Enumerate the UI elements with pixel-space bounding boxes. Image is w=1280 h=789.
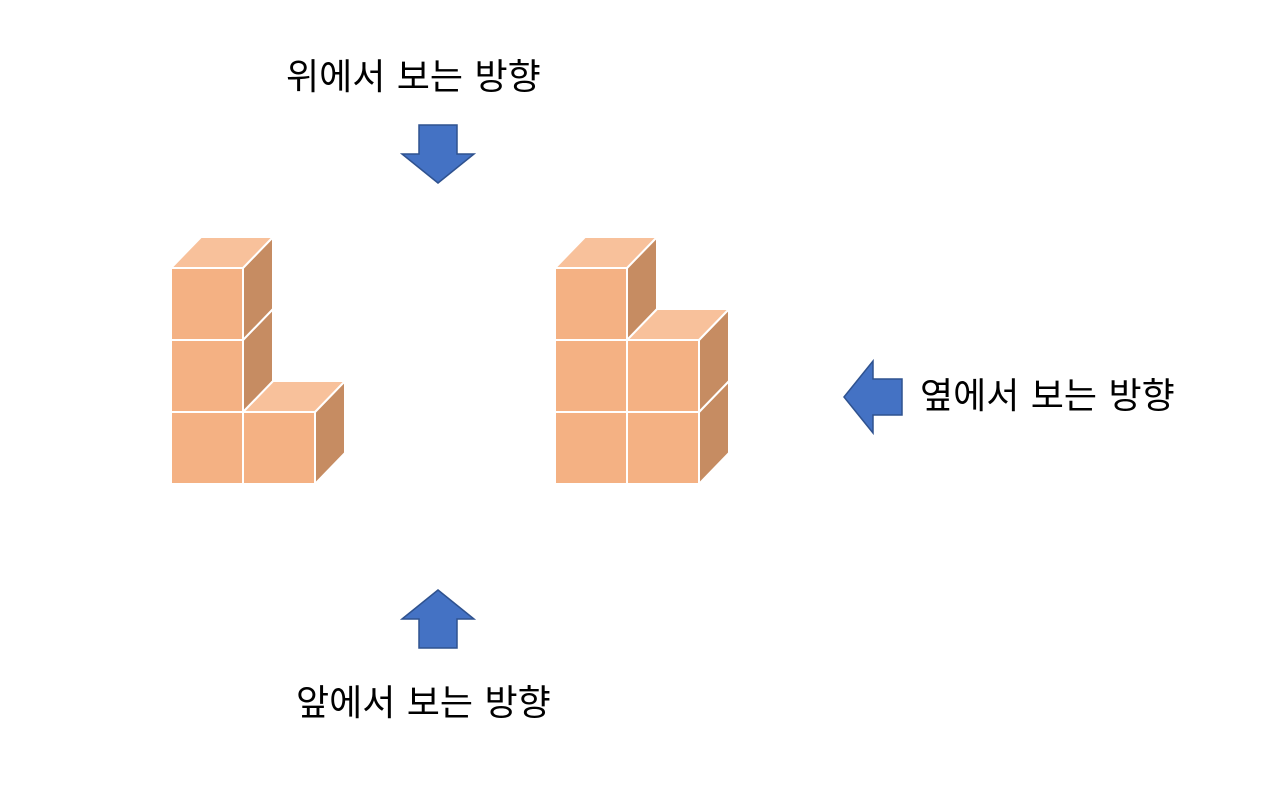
cube: [170, 411, 244, 485]
cube: [626, 308, 730, 413]
cube-front-face: [554, 267, 628, 341]
cube: [554, 411, 628, 485]
cube: [626, 380, 730, 485]
cube-top-face: [554, 236, 658, 269]
cube: [554, 236, 658, 341]
cube-front-face: [626, 339, 700, 413]
front-view-label: 앞에서 보는 방향: [296, 683, 551, 724]
view-direction-arrows: [399, 124, 903, 649]
top-view-label: 위에서 보는 방향: [286, 57, 541, 98]
cube-top-face: [170, 236, 274, 269]
cube: [242, 380, 346, 485]
cube: [170, 236, 274, 341]
cube-front-face: [242, 411, 316, 485]
cube: [554, 339, 628, 413]
cube-front-face: [554, 411, 628, 485]
cube-front-face: [170, 411, 244, 485]
cube-structure-right: [554, 236, 730, 485]
arrow-up-icon: [399, 589, 477, 649]
cube-front-face: [170, 267, 244, 341]
cube-structure-left: [170, 236, 346, 485]
cube-front-face: [170, 339, 244, 413]
cube-front-face: [554, 339, 628, 413]
arrow-left-icon: [843, 358, 903, 436]
side-view-label: 옆에서 보는 방향: [920, 376, 1175, 417]
cube-front-face: [626, 411, 700, 485]
arrow-down-icon: [399, 124, 477, 184]
